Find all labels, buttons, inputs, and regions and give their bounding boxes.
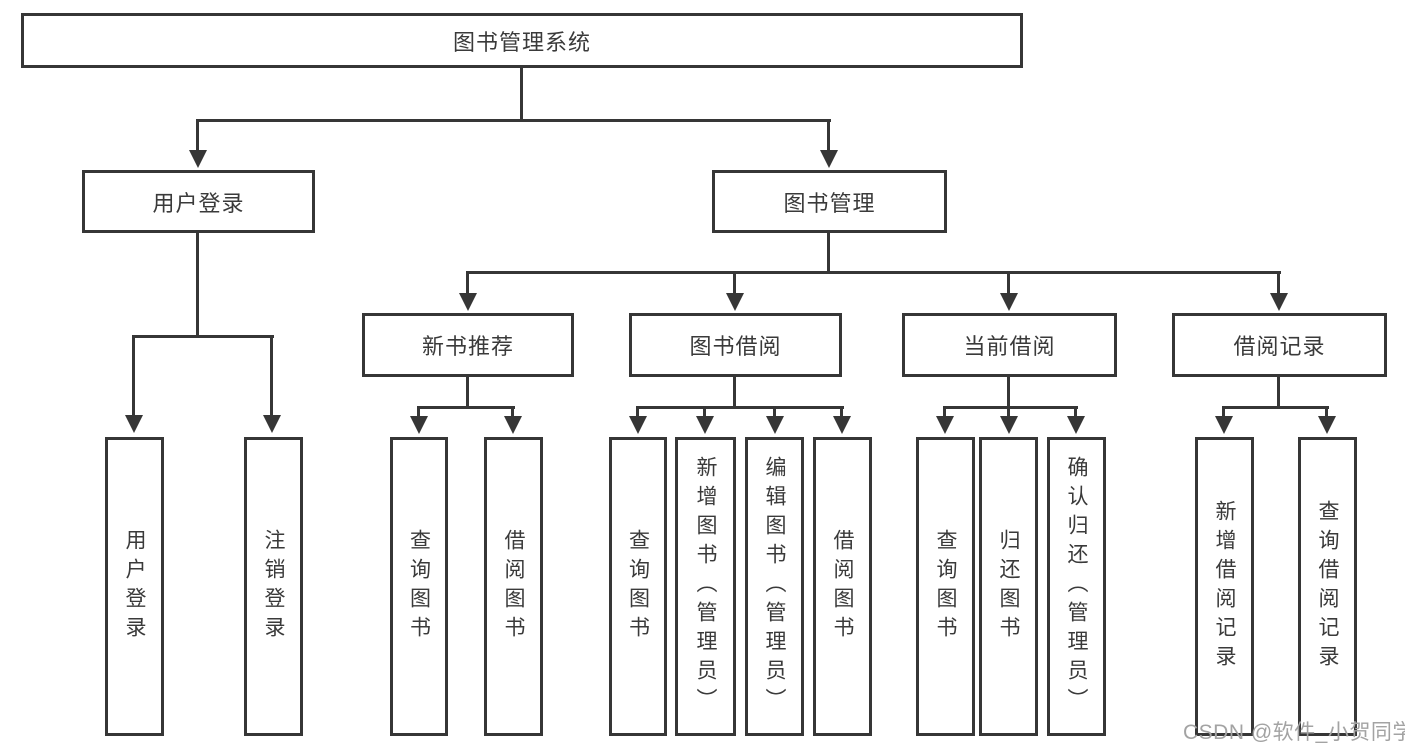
connector-line (733, 377, 736, 409)
leaf-user-login: 用户登录 (105, 437, 164, 736)
csdn-watermark: CSDN @软件_小贺同学 (1183, 721, 1405, 744)
leaf-logout-label: 注销登录 (262, 528, 285, 645)
connector-line (520, 68, 523, 122)
leaf-return-books: 归还图书 (979, 437, 1038, 736)
connector-line (270, 335, 273, 415)
arrowhead-down-icon (1318, 416, 1336, 434)
leaf-query-books-2: 查询图书 (609, 437, 667, 736)
connector-line (196, 233, 199, 338)
arrowhead-down-icon (1215, 416, 1233, 434)
leaf-add-books-admin: 新增图书（管理员） (675, 437, 736, 736)
leaf-confirm-return-admin: 确认归还（管理员） (1047, 437, 1106, 736)
arrowhead-down-icon (629, 416, 647, 434)
connector-line (1007, 406, 1010, 416)
node-user-login-label: 用户登录 (152, 190, 245, 216)
connector-line (466, 271, 1281, 274)
leaf-query-books-1-label: 查询图书 (407, 528, 431, 645)
arrowhead-down-icon (459, 293, 477, 311)
arrowhead-down-icon (1270, 293, 1288, 311)
leaf-logout: 注销登录 (244, 437, 303, 736)
leaf-query-borrow-record-label: 查询借阅记录 (1316, 499, 1339, 674)
leaf-query-borrow-record: 查询借阅记录 (1298, 437, 1357, 736)
leaf-add-borrow-record-label: 新增借阅记录 (1213, 499, 1236, 674)
arrowhead-down-icon (936, 416, 954, 434)
node-user-login: 用户登录 (82, 170, 315, 233)
leaf-borrow-books-1-label: 借阅图书 (502, 528, 525, 645)
arrowhead-down-icon (766, 416, 784, 434)
leaf-confirm-return-admin-label: 确认归还（管理员） (1065, 456, 1088, 717)
node-book-management-label: 图书管理 (783, 190, 876, 216)
leaf-borrow-books-1: 借阅图书 (484, 437, 543, 736)
connector-line (466, 271, 469, 293)
leaf-return-books-label: 归还图书 (997, 528, 1020, 645)
node-borrow-records-label: 借阅记录 (1233, 334, 1326, 359)
connector-line (943, 406, 1078, 409)
leaf-borrow-books-2-label: 借阅图书 (831, 528, 854, 645)
arrowhead-down-icon (1067, 416, 1085, 434)
connector-line (132, 335, 135, 415)
connector-line (417, 406, 420, 416)
connector-line (827, 233, 830, 274)
arrowhead-down-icon (726, 293, 744, 311)
node-new-book-recommend-label: 新书推荐 (421, 334, 514, 359)
arrowhead-down-icon (410, 416, 428, 434)
connector-line (511, 406, 514, 416)
arrowhead-down-icon (1000, 416, 1018, 434)
leaf-add-borrow-record: 新增借阅记录 (1195, 437, 1254, 736)
leaf-query-books-1: 查询图书 (390, 437, 448, 736)
node-current-borrow-label: 当前借阅 (963, 334, 1056, 359)
arrowhead-down-icon (820, 150, 838, 168)
leaf-borrow-books-2: 借阅图书 (813, 437, 872, 736)
connector-line (1074, 406, 1077, 416)
leaf-edit-books-admin-label: 编辑图书（管理员） (763, 456, 786, 717)
node-root-label: 图书管理系统 (452, 29, 591, 55)
node-book-borrow-label: 图书借阅 (689, 334, 782, 359)
node-root: 图书管理系统 (21, 13, 1023, 68)
node-book-borrow: 图书借阅 (629, 313, 842, 377)
connector-line (417, 406, 515, 409)
connector-line (636, 406, 639, 416)
connector-line (827, 119, 830, 150)
connector-line (636, 406, 844, 409)
connector-line (1007, 377, 1010, 409)
node-book-management: 图书管理 (712, 170, 947, 233)
node-new-book-recommend: 新书推荐 (362, 313, 574, 377)
connector-line (1222, 406, 1225, 416)
connector-line (132, 335, 274, 338)
connector-line (466, 377, 469, 409)
connector-line (196, 119, 831, 122)
leaf-user-login-label: 用户登录 (123, 528, 146, 645)
leaf-query-books-3-label: 查询图书 (934, 528, 957, 645)
connector-line (1277, 271, 1280, 293)
arrowhead-down-icon (189, 150, 207, 168)
leaf-edit-books-admin: 编辑图书（管理员） (745, 437, 804, 736)
connector-line (1325, 406, 1328, 416)
arrowhead-down-icon (696, 416, 714, 434)
leaf-add-books-admin-label: 新增图书（管理员） (694, 456, 717, 717)
node-borrow-records: 借阅记录 (1172, 313, 1387, 377)
connector-line (703, 406, 706, 416)
connector-line (196, 119, 199, 150)
node-current-borrow: 当前借阅 (902, 313, 1117, 377)
connector-line (1222, 406, 1329, 409)
arrowhead-down-icon (504, 416, 522, 434)
arrowhead-down-icon (833, 416, 851, 434)
connector-line (773, 406, 776, 416)
arrowhead-down-icon (263, 415, 281, 433)
arrowhead-down-icon (1000, 293, 1018, 311)
connector-line (1277, 377, 1280, 409)
connector-line (733, 271, 736, 293)
arrowhead-down-icon (125, 415, 143, 433)
leaf-query-books-2-label: 查询图书 (626, 528, 650, 645)
connector-line (840, 406, 843, 416)
leaf-query-books-3: 查询图书 (916, 437, 975, 736)
connector-line (943, 406, 946, 416)
connector-line (1007, 271, 1010, 293)
